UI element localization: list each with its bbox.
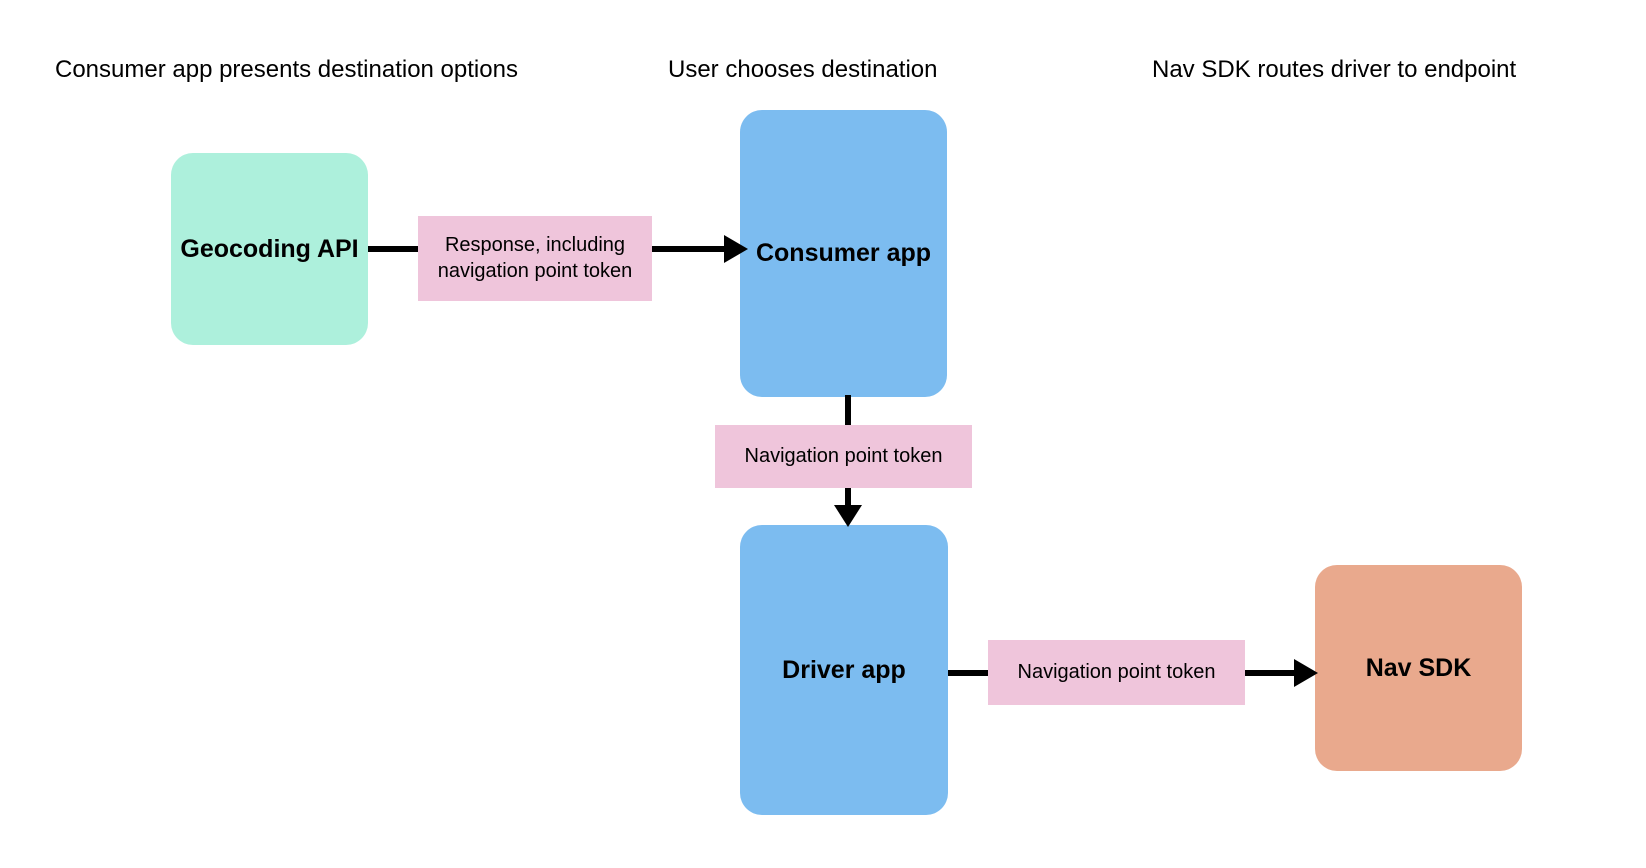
node-driver-app[interactable]: Driver app	[740, 525, 948, 815]
node-consumer-app-label: Consumer app	[755, 239, 932, 267]
edge-label-token-horizontal-text: Navigation point token	[1017, 660, 1216, 683]
node-driver-app-label: Driver app	[782, 655, 906, 684]
node-geocoding-api[interactable]: Geocoding API	[171, 153, 368, 345]
node-consumer-app[interactable]: Consumer app	[740, 110, 947, 397]
edge-label-token-vertical-text: Navigation point token	[744, 444, 943, 467]
node-nav-sdk[interactable]: Nav SDK	[1315, 565, 1522, 771]
column-caption-consumer-app-presents: Consumer app presents destination option…	[55, 56, 518, 83]
edge-label-navigation-point-token-consumer-to-driver: Navigation point token	[715, 425, 972, 488]
column-caption-user-chooses-destination: User chooses destination	[668, 56, 938, 83]
node-geocoding-api-label: Geocoding API	[180, 234, 359, 263]
node-nav-sdk-label: Nav SDK	[1365, 653, 1472, 682]
edge-label-navigation-point-token-driver-to-navsdk: Navigation point token	[988, 640, 1245, 705]
edge-label-response-text: Response, including navigation point tok…	[437, 233, 633, 282]
column-caption-nav-sdk-routes-driver: Nav SDK routes driver to endpoint	[1152, 56, 1517, 83]
edge-label-response-including-navigation-point-token: Response, including navigation point tok…	[418, 216, 652, 301]
